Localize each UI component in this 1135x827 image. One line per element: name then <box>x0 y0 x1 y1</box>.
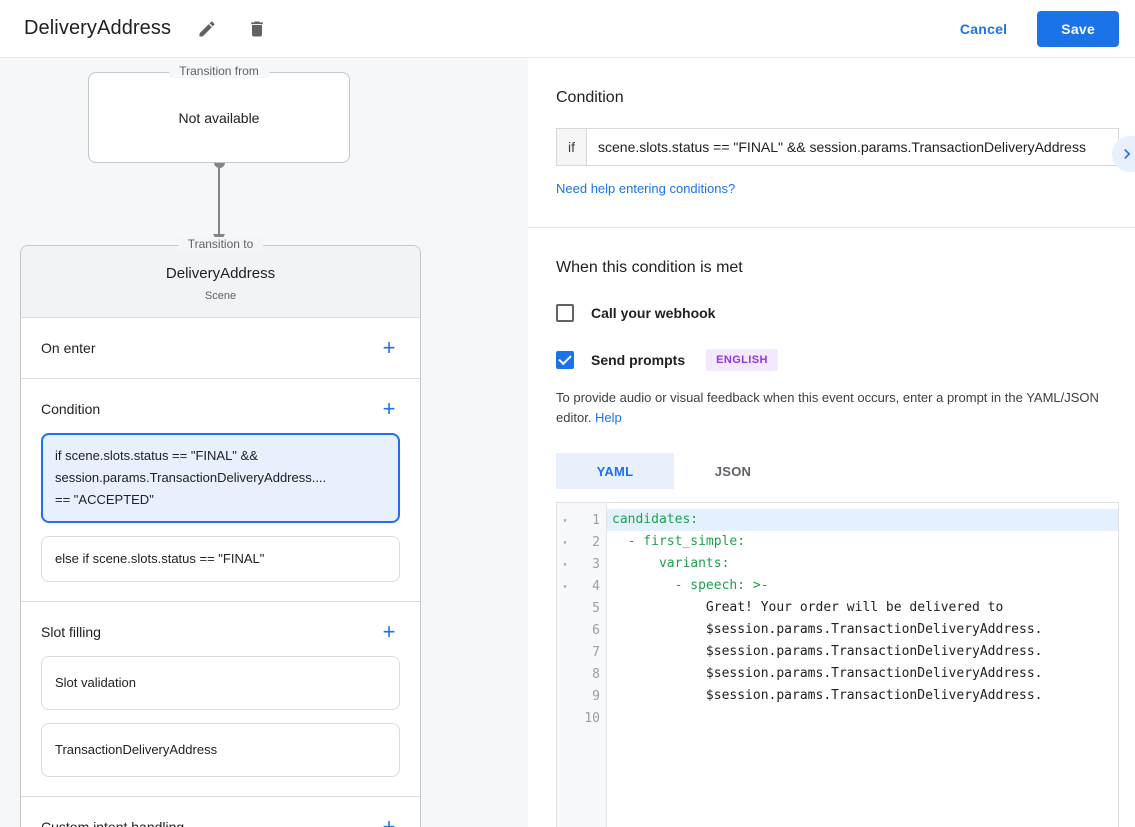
page-title: DeliveryAddress <box>24 17 172 39</box>
line-number: 10 <box>584 710 600 726</box>
condition-chip-else[interactable]: else if scene.slots.status == "FINAL" <box>41 536 400 582</box>
gutter-row: 7 <box>557 641 606 663</box>
editor-line-5[interactable]: Great! Your order will be delivered to <box>612 600 1004 615</box>
add-on-enter-button[interactable] <box>378 337 400 359</box>
condition-detail-panel: Condition if Need help entering conditio… <box>528 58 1135 827</box>
line-number: 2 <box>592 534 600 550</box>
line-number: 7 <box>592 644 600 660</box>
gutter-row: ▾4 <box>557 575 606 597</box>
section-slot-filling: Slot filling Slot validation Transaction… <box>21 602 420 797</box>
gutter-row: 10 <box>557 707 606 729</box>
editor-tabs: YAML JSON <box>556 453 1135 489</box>
language-badge: ENGLISH <box>706 349 778 371</box>
if-prefix-label: if <box>556 128 586 166</box>
slot-filling-label: Slot filling <box>41 624 101 640</box>
line-number: 6 <box>592 622 600 638</box>
line-number: 9 <box>592 688 600 704</box>
condition-expression-row: if <box>556 128 1119 166</box>
on-enter-label: On enter <box>41 340 96 356</box>
pencil-icon <box>197 19 217 39</box>
transition-to-legend: Transition to <box>177 237 264 251</box>
transition-from-box: Transition from Not available <box>88 64 350 163</box>
delete-scene-button[interactable] <box>243 15 271 43</box>
section-custom-intent: Custom intent handling <box>21 797 420 827</box>
transition-from-value: Not available <box>178 109 260 126</box>
call-webhook-checkbox[interactable] <box>556 304 574 322</box>
editor-line-6[interactable]: $session.params.TransactionDeliveryAddre… <box>612 622 1043 637</box>
fold-arrow-icon[interactable]: ▾ <box>562 537 568 547</box>
gutter-row: 9 <box>557 685 606 707</box>
condition-heading: Condition <box>556 89 624 106</box>
condition-expression-input[interactable] <box>586 128 1119 166</box>
main-layout: Transition from Not available Transition… <box>0 58 1135 827</box>
gutter-row: ▾1 <box>557 509 606 531</box>
fold-arrow-icon[interactable]: ▾ <box>562 515 568 525</box>
trash-icon <box>247 19 267 39</box>
transaction-delivery-address-chip[interactable]: TransactionDeliveryAddress <box>41 723 400 777</box>
slot-validation-chip[interactable]: Slot validation <box>41 656 400 710</box>
top-bar: DeliveryAddress Cancel Save <box>0 0 1135 58</box>
line-number: 5 <box>592 600 600 616</box>
condition-chip-selected[interactable]: if scene.slots.status == "FINAL" && sess… <box>41 433 400 523</box>
line-number: 1 <box>592 512 600 528</box>
save-button[interactable]: Save <box>1037 10 1119 47</box>
line-number: 3 <box>592 556 600 572</box>
editor-line-1[interactable]: candidates: <box>607 509 1118 531</box>
collapse-panel-button[interactable] <box>1112 136 1135 172</box>
gutter-row: ▾3 <box>557 553 606 575</box>
editor-line-7[interactable]: $session.params.TransactionDeliveryAddre… <box>612 644 1043 659</box>
edit-title-button[interactable] <box>193 15 221 43</box>
cancel-button[interactable]: Cancel <box>959 20 1008 37</box>
webhook-row: Call your webhook <box>556 304 1135 322</box>
connector-line <box>218 168 220 234</box>
prompt-help-link[interactable]: Help <box>595 410 622 425</box>
add-condition-button[interactable] <box>378 398 400 420</box>
section-on-enter: On enter <box>21 318 420 379</box>
scene-name: DeliveryAddress <box>165 265 276 282</box>
chevron-right-icon <box>1124 144 1135 164</box>
custom-intent-label: Custom intent handling <box>41 819 185 827</box>
send-prompts-row: Send prompts ENGLISH <box>556 349 1135 371</box>
scene-card: Transition to DeliveryAddress Scene On e… <box>20 237 421 827</box>
add-slot-button[interactable] <box>378 621 400 643</box>
transition-from-legend: Transition from <box>169 64 269 78</box>
section-condition: Condition if scene.slots.status == "FINA… <box>21 379 420 602</box>
call-webhook-label: Call your webhook <box>591 305 716 321</box>
fold-arrow-icon[interactable]: ▾ <box>562 559 568 569</box>
tab-json[interactable]: JSON <box>674 453 792 489</box>
prompt-description-text: To provide audio or visual feedback when… <box>556 390 1099 425</box>
editor-line-3[interactable]: variants: <box>612 556 730 571</box>
tab-yaml[interactable]: YAML <box>556 453 674 489</box>
editor-line-10[interactable] <box>607 707 1118 729</box>
gutter-row: ▾2 <box>557 531 606 553</box>
editor-line-9[interactable]: $session.params.TransactionDeliveryAddre… <box>612 688 1043 703</box>
transition-arrow <box>88 157 350 245</box>
condition-label: Condition <box>41 401 101 417</box>
gutter-row: 5 <box>557 597 606 619</box>
editor-line-8[interactable]: $session.params.TransactionDeliveryAddre… <box>612 666 1043 681</box>
editor-code[interactable]: candidates: - first_simple: variants: - … <box>607 503 1118 827</box>
line-number: 8 <box>592 666 600 682</box>
gutter-row: 6 <box>557 619 606 641</box>
add-custom-intent-button[interactable] <box>378 816 400 827</box>
prompt-description: To provide audio or visual feedback when… <box>556 388 1131 428</box>
send-prompts-label: Send prompts <box>591 352 686 368</box>
gutter-row: 8 <box>557 663 606 685</box>
scene-flow-panel: Transition from Not available Transition… <box>0 58 528 827</box>
send-prompts-checkbox[interactable] <box>556 351 574 369</box>
line-number: 4 <box>592 578 600 594</box>
condition-help-link[interactable]: Need help entering conditions? <box>556 181 736 196</box>
scene-card-header: DeliveryAddress Scene <box>21 246 420 318</box>
editor-line-4[interactable]: - speech: >- <box>612 578 769 593</box>
editor-line-2[interactable]: - first_simple: <box>612 534 746 549</box>
when-met-heading: When this condition is met <box>556 259 743 276</box>
fold-arrow-icon[interactable]: ▾ <box>562 581 568 591</box>
section-divider <box>528 227 1135 228</box>
scene-type-label: Scene <box>204 290 237 302</box>
